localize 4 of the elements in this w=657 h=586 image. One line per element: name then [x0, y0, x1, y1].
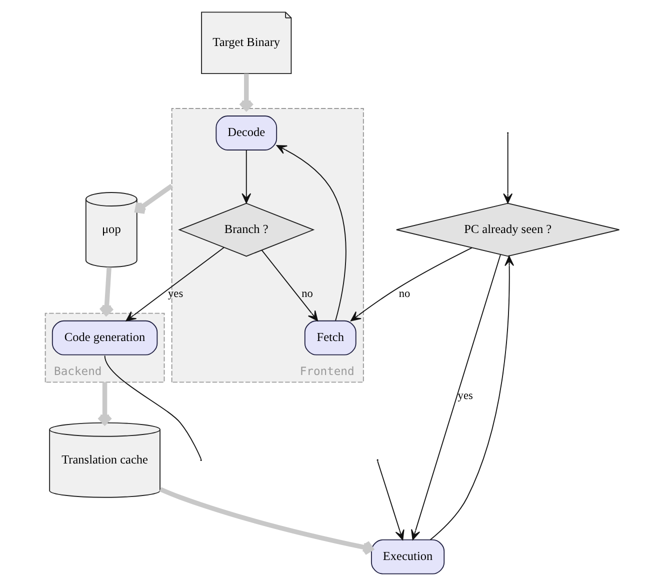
edge-label: yes — [458, 390, 473, 402]
edge-label: no — [302, 288, 313, 300]
edge-label: no — [398, 288, 410, 300]
edge-label: yes — [168, 288, 184, 300]
